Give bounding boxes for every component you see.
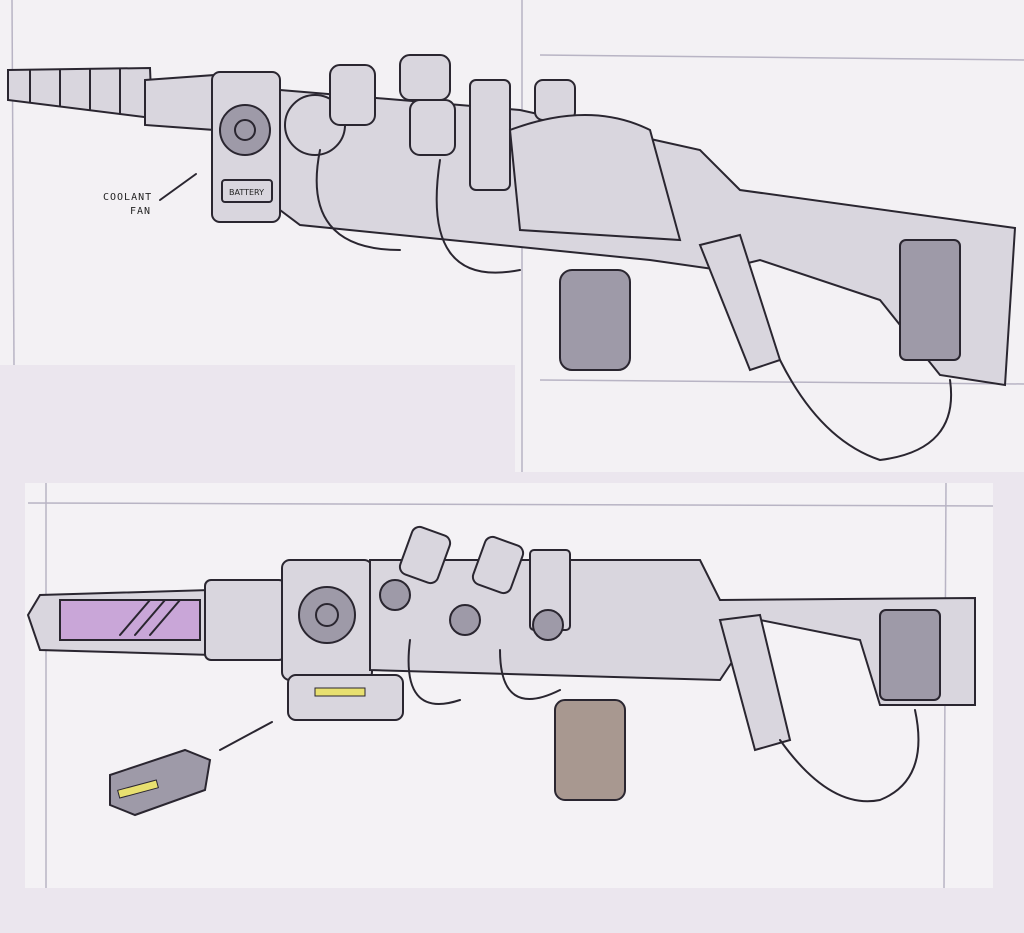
battery-label: BATTERY <box>229 188 264 197</box>
coolant-fan-annotation-line1: COOLANT <box>103 192 152 203</box>
bottom-rifle-sketch <box>26 525 976 803</box>
top-rifle-sketch: BATTERY <box>7 54 1017 461</box>
coolant-fan-annotation-line2: FAN <box>130 206 151 217</box>
loose-battery-cartridge <box>109 721 273 817</box>
